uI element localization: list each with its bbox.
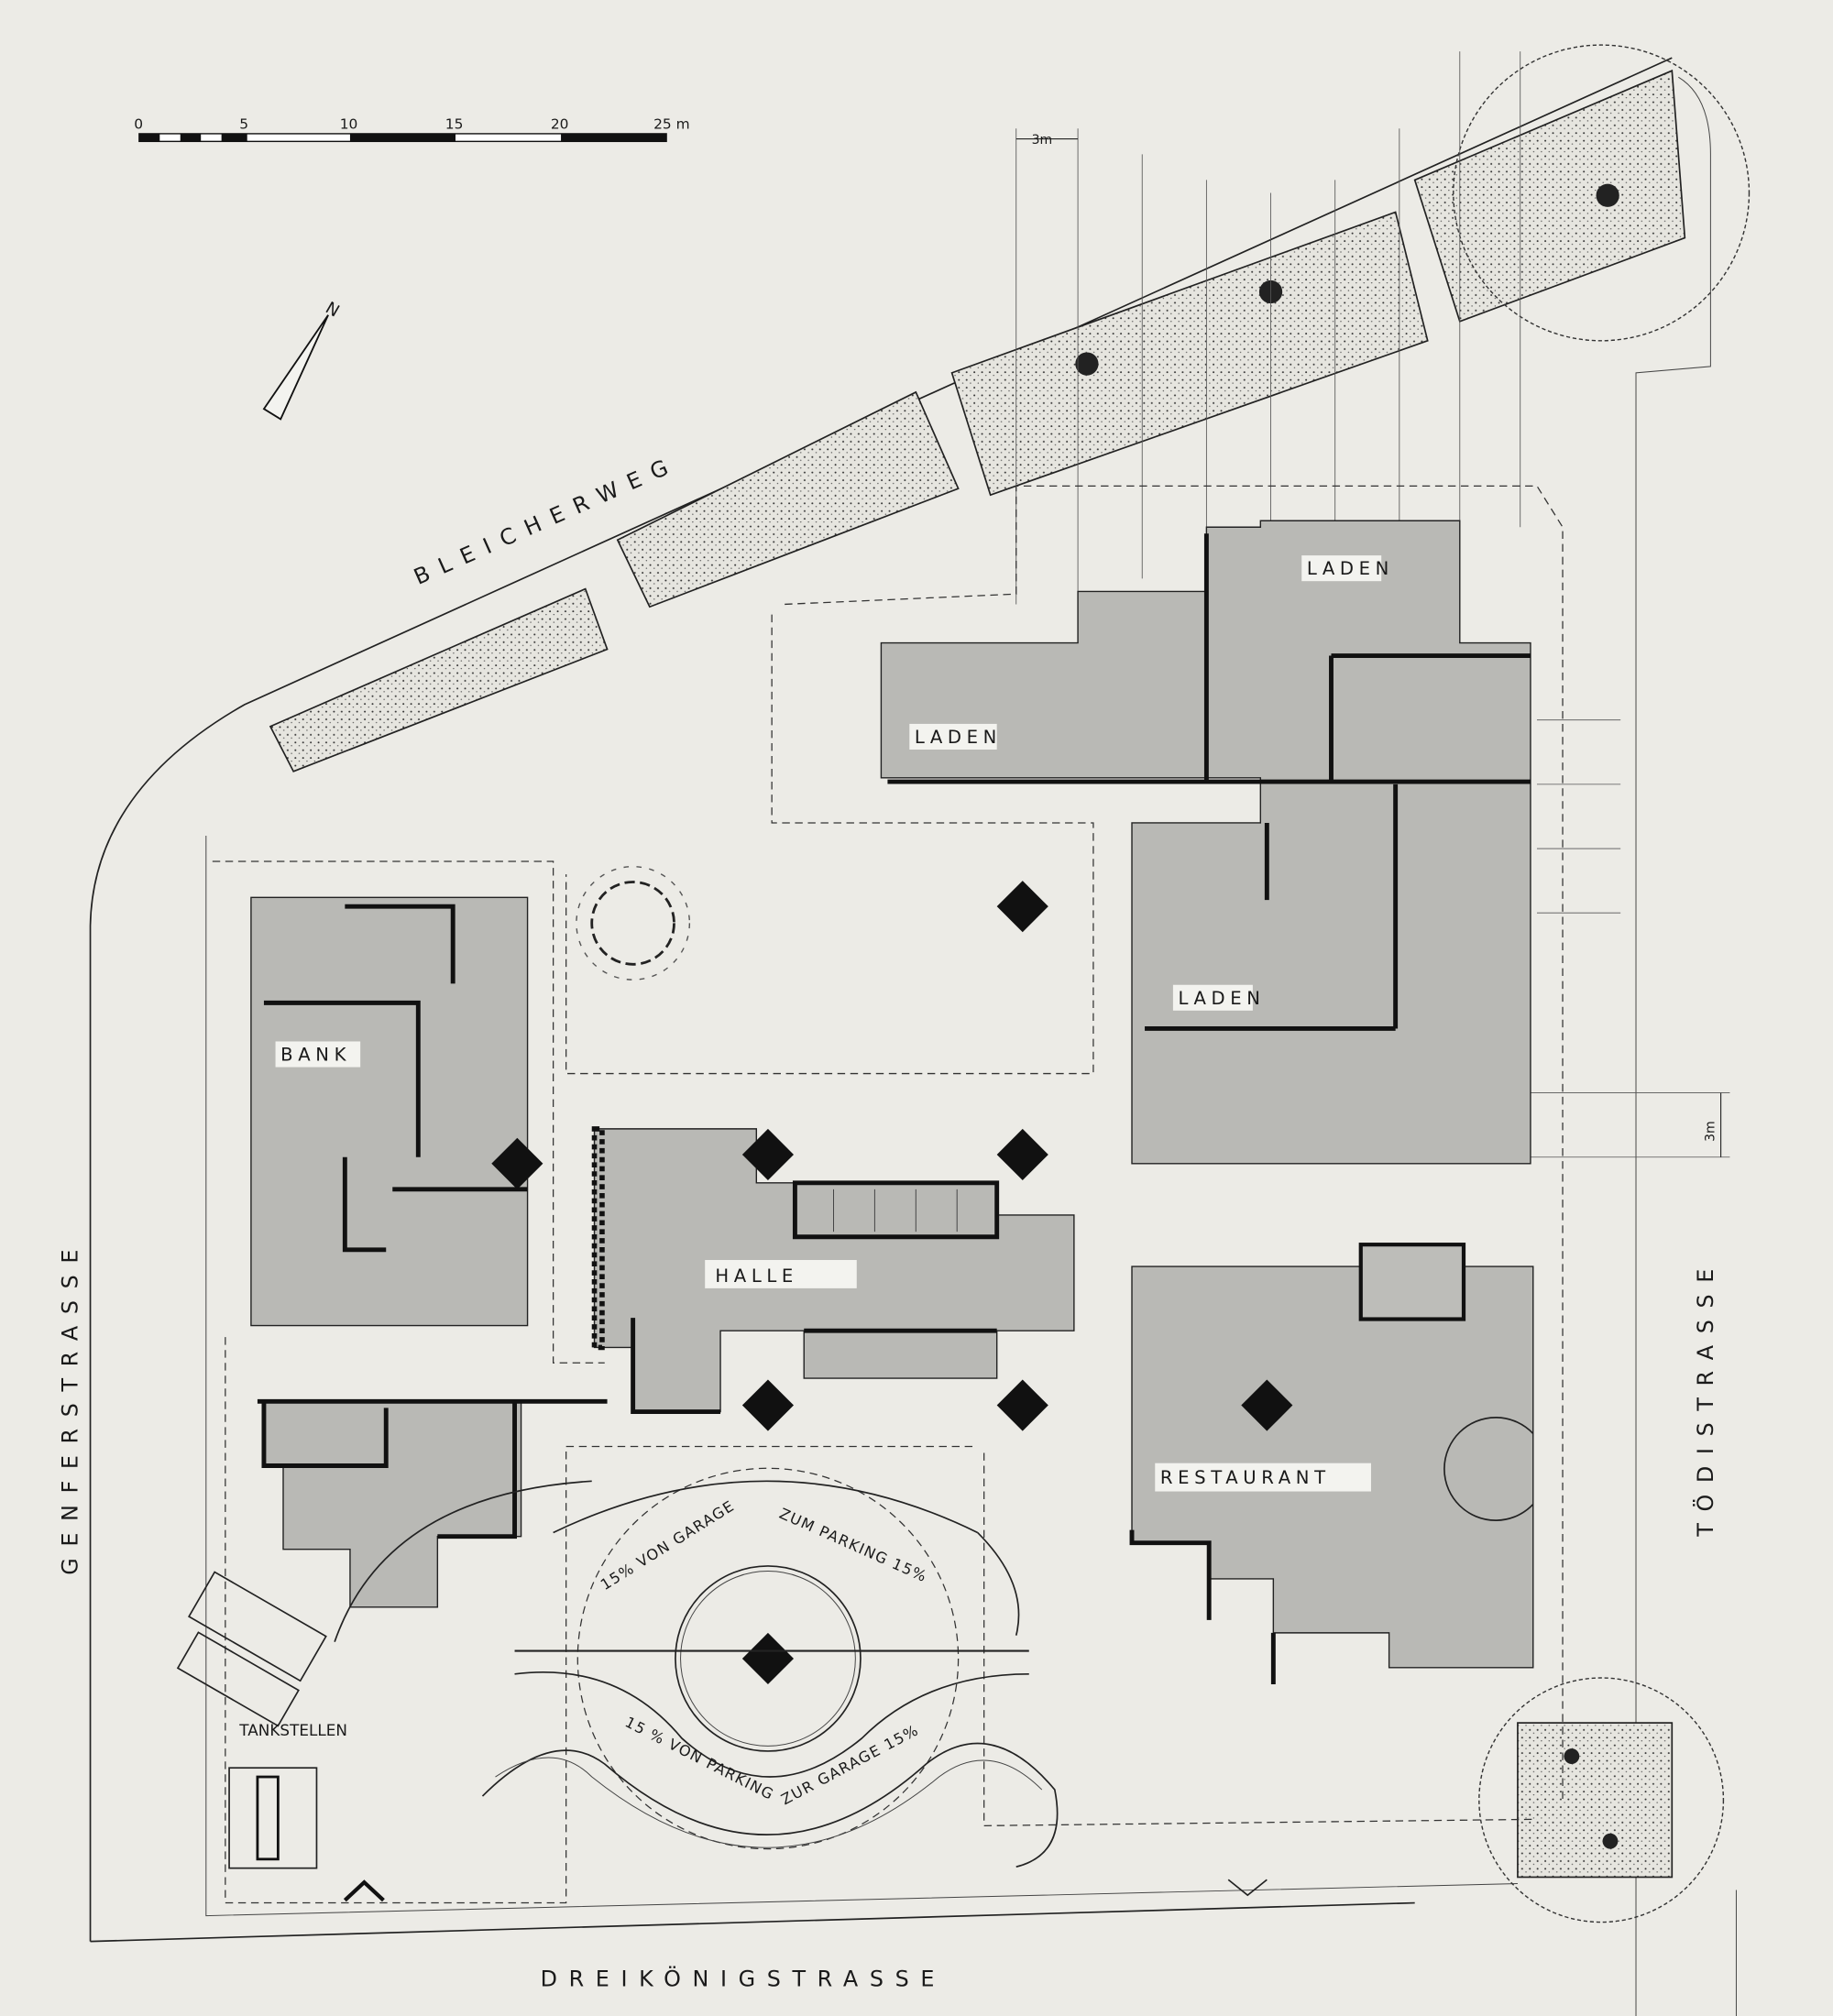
room-label-laden-top: LADEN (1307, 558, 1394, 579)
building-restaurant: RESTAURANT (1129, 1243, 1534, 1685)
tree-icon (1596, 183, 1619, 207)
scale-tick: 5 (239, 115, 248, 132)
room-label-laden-left: LADEN (915, 727, 1002, 748)
ramp-label: 15 % VON PARKING (622, 1714, 777, 1804)
scale-tick: 20 (551, 115, 569, 132)
ramp-label: 15% VON GARAGE (598, 1496, 738, 1594)
dimension-3m-right: 3m (1704, 1092, 1722, 1157)
column-icon (741, 1632, 795, 1685)
column-icon (996, 881, 1048, 933)
planters (269, 44, 1751, 1923)
room-label-laden-mid: LADEN (1179, 988, 1266, 1009)
scale-tick: 25 m (653, 115, 690, 132)
scale-tick: 15 (445, 115, 464, 132)
room-label-bank: BANK (280, 1045, 351, 1066)
scale-bar: 0 5 10 15 20 25 m (134, 115, 690, 143)
planter (1413, 69, 1686, 323)
planter (616, 390, 960, 608)
ramp-label: ZUR GARAGE 15% (778, 1721, 922, 1808)
columns (491, 881, 1293, 1431)
dashed-outlines (212, 485, 1564, 1904)
planter (950, 211, 1429, 497)
column-icon (996, 1128, 1048, 1181)
tree-canopy-icon (1478, 1677, 1725, 1923)
column-icon (996, 1379, 1048, 1431)
sculpture-icon (576, 865, 691, 981)
tree-icon (1602, 1833, 1619, 1849)
ramp-label: ZUM PARKING 15% (777, 1505, 930, 1585)
street-edges (89, 57, 1737, 2016)
dimension-label: 3m (1704, 1121, 1718, 1142)
column-icon (741, 1379, 795, 1431)
north-label: N (322, 299, 342, 322)
building-shops: LADEN LADEN LADEN (880, 520, 1531, 1165)
north-arrow-icon: N (262, 299, 343, 421)
room-label-restaurant: RESTAURANT (1160, 1467, 1331, 1488)
building-hall: HALLE (591, 1126, 1075, 1415)
entrance-arrow-icon (1227, 1879, 1268, 1897)
entrance-arrow-icon (343, 1879, 385, 1902)
street-label-genferstrasse: GENFERSTRASSE (58, 1238, 83, 1575)
planter (1517, 1722, 1674, 1879)
tree-icon (1075, 352, 1099, 376)
structural-grid (1015, 51, 1730, 1158)
scale-tick: 0 (134, 115, 143, 132)
petrol-station: TANKSTELLEN (176, 1571, 347, 1869)
planter (269, 587, 609, 772)
building-garage-stair (257, 1398, 608, 1608)
room-label-halle: HALLE (715, 1265, 798, 1287)
column-icon (1241, 1379, 1293, 1431)
label-tankstellen: TANKSTELLEN (238, 1721, 347, 1739)
tree-icon (1564, 1748, 1580, 1764)
dimension-3m-top: 3m (1015, 133, 1079, 148)
scale-tick: 10 (340, 115, 358, 132)
dimension-label: 3m (1032, 133, 1053, 148)
building-bank: BANK (250, 896, 529, 1327)
street-label-dreikoenigstrasse: DREIKÖNIGSTRASSE (541, 1967, 946, 1992)
tree-canopy-icon (1453, 44, 1751, 342)
street-label-toedistrasse: TÖDISTRASSE (1693, 1257, 1718, 1538)
